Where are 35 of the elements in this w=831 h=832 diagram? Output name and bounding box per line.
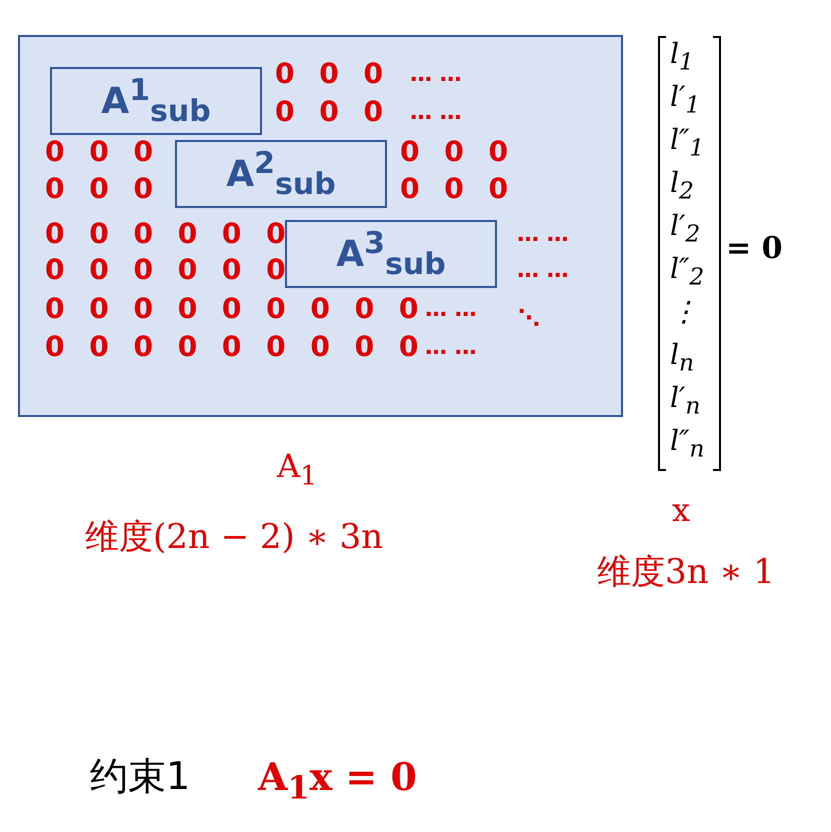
- matrix-name: A$_{1}$: [277, 448, 318, 492]
- zero-entries: 0 0 0 0 0 0 0 0 0: [45, 331, 418, 364]
- zero-entries: 0 0 0 0 0 0 0 0 0: [45, 293, 418, 326]
- zero-entries: 0 0 0: [45, 173, 153, 206]
- diagonal-dots: ⋱: [518, 306, 540, 332]
- vector-name: x: [672, 492, 690, 529]
- dimension-note: 维度3n ∗ 1: [597, 553, 775, 592]
- vector-entry: l″$_{2}$: [670, 253, 704, 290]
- vector-entry: l″$_{n}$: [670, 425, 704, 462]
- ellipsis: … …: [517, 222, 569, 248]
- ellipsis: … …: [410, 100, 462, 126]
- zero-entries: 0 0 0 0 0 0: [45, 218, 286, 250]
- ellipsis: … …: [410, 62, 462, 88]
- zero-entries: 0 0 0: [275, 96, 383, 128]
- equals-zero: = 0: [726, 232, 782, 266]
- vector-entry: l″$_{1}$: [670, 124, 704, 162]
- zero-entries: 0 0 0: [400, 136, 508, 168]
- vector-entry: ⋮: [670, 296, 698, 328]
- vector-entry: l′$_{n}$: [670, 382, 700, 420]
- vector-entry: l$_{1}$: [670, 38, 694, 76]
- dimension-note: 维度(2n − 2) ∗ 3n: [85, 518, 384, 558]
- zero-entries: 0 0 0: [275, 58, 383, 90]
- zero-entries: 0 0 0: [400, 173, 508, 206]
- vector-entry: l′$_{1}$: [670, 81, 700, 118]
- zero-entries: 0 0 0 0 0 0: [45, 254, 286, 286]
- vector-entry: l$_{n}$: [670, 339, 694, 376]
- ellipsis: … …: [425, 297, 477, 322]
- ellipsis: … …: [425, 335, 477, 360]
- constraint-equation: A$_{1}$x = 0: [258, 755, 417, 808]
- vector-entry: l$_{2}$: [670, 167, 694, 204]
- zero-entries: 0 0 0: [45, 136, 153, 168]
- constraint-title: 约束1: [90, 755, 190, 799]
- ellipsis: … …: [517, 258, 569, 284]
- matrix-box: [18, 35, 623, 417]
- vector-entry: l′$_{2}$: [670, 210, 700, 248]
